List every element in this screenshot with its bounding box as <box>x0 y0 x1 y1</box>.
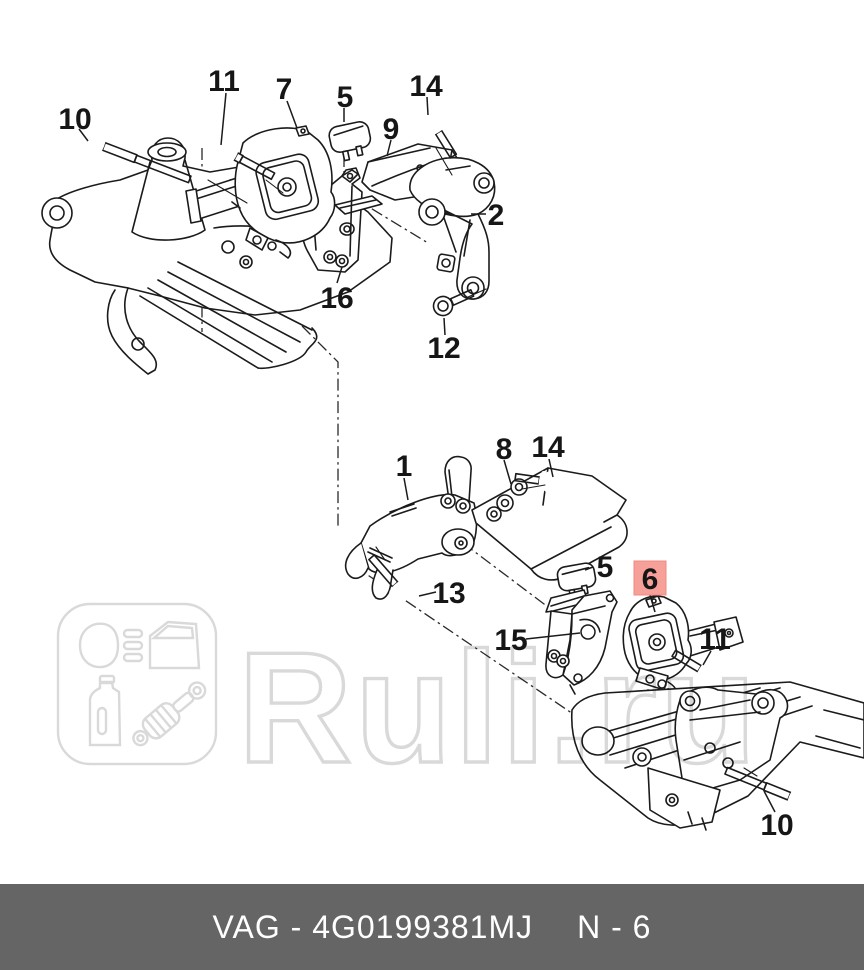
highlight-box <box>633 560 667 596</box>
bolt-11-front <box>213 137 276 181</box>
bolt-13 <box>368 554 417 607</box>
leader-lines <box>78 92 776 813</box>
callout-6[interactable]: 6 <box>642 563 659 596</box>
car-door-icon <box>148 620 201 670</box>
bolt-10-front <box>81 129 192 184</box>
callout-13[interactable]: 13 <box>432 577 465 610</box>
callout-11[interactable]: 11 <box>699 623 731 656</box>
bolt-10-rear <box>724 766 812 814</box>
part-8-cover <box>471 467 628 581</box>
callout-2[interactable]: 2 <box>488 199 505 232</box>
part-2-bracket <box>409 157 496 300</box>
part-code: VAG - 4G0199381MJ <box>212 908 534 945</box>
oil-canister-icon <box>88 674 122 747</box>
callout-8[interactable]: 8 <box>496 433 513 466</box>
callout-15[interactable]: 15 <box>494 624 527 657</box>
part-1-support-arm <box>344 455 478 600</box>
callout-11[interactable]: 11 <box>208 65 240 98</box>
callout-14[interactable]: 14 <box>531 431 565 464</box>
part-6-engine-mount <box>622 595 744 705</box>
callout-10[interactable]: 10 <box>760 809 793 842</box>
page-ref: N - 6 <box>577 908 652 945</box>
callout-10[interactable]: 10 <box>58 103 91 136</box>
bolt-14-front <box>419 110 458 159</box>
bolt-12 <box>432 288 475 317</box>
callout-12[interactable]: 12 <box>427 332 460 365</box>
footer-bar: VAG - 4G0199381MJ N - 6 <box>0 884 864 970</box>
callout-5[interactable]: 5 <box>337 81 354 114</box>
callout-9[interactable]: 9 <box>383 113 400 146</box>
callout-5[interactable]: 5 <box>597 551 614 584</box>
part-7-engine-mount <box>185 125 336 259</box>
shock-absorber-icon <box>132 681 207 747</box>
watermark: Ruli.ru <box>56 602 759 798</box>
watermark-logo <box>56 602 218 766</box>
bolt-14-rear <box>514 469 560 495</box>
bolt-axis-lines <box>207 147 758 777</box>
callout-1[interactable]: 1 <box>396 450 413 483</box>
watermark-text: Ruli.ru <box>238 620 759 796</box>
callout-7[interactable]: 7 <box>276 73 293 106</box>
callout-16[interactable]: 16 <box>320 282 353 315</box>
diagram-line-art <box>41 110 864 831</box>
part-subframe-rear <box>570 681 864 831</box>
headlight-icon <box>78 622 144 669</box>
part-5-buffer-front <box>328 121 372 162</box>
callout-14[interactable]: 14 <box>409 70 443 103</box>
